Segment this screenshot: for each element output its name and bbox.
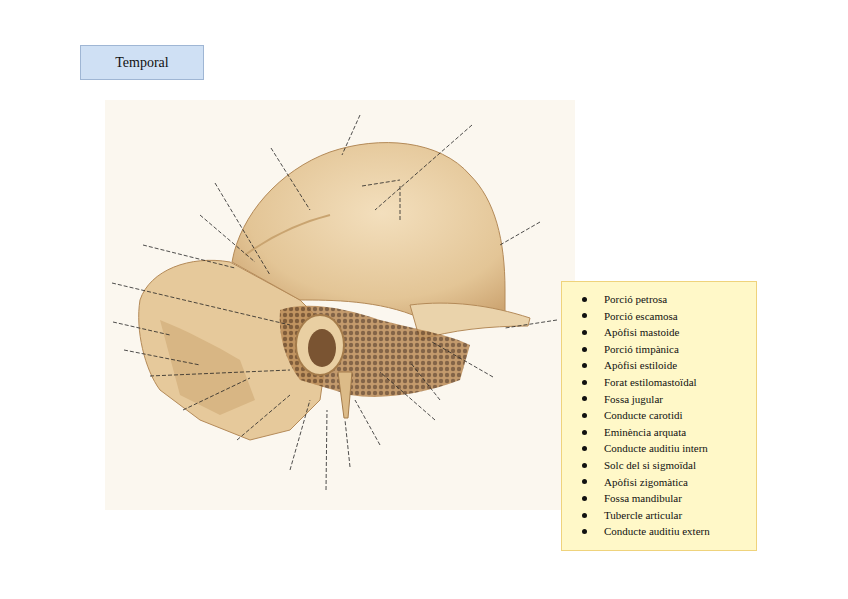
ridge (245, 215, 330, 255)
list-row: Conducte auditiu extern (582, 523, 748, 540)
term-label: Conducte carotidi (604, 407, 683, 424)
bullet-dot (582, 330, 587, 335)
bullet-dot (582, 529, 587, 534)
term-label: Eminència arquata (604, 424, 686, 441)
term-label: Tubercle articular (604, 507, 682, 524)
term-label: Forat estilomastoïdal (604, 374, 697, 391)
term-label: Solc del si sigmoïdal (604, 457, 696, 474)
list-row: Conducte carotidi (582, 407, 748, 424)
term-label: Conducte auditiu extern (604, 523, 710, 540)
term-list-box: Porció petrosaPorció escamosaApòfisi mas… (561, 281, 757, 551)
list-row: Tubercle articular (582, 507, 748, 524)
list-row: Forat estilomastoïdal (582, 374, 748, 391)
bullet-dot (582, 463, 587, 468)
bullet-dot (582, 380, 587, 385)
term-label: Fossa jugular (604, 391, 663, 408)
external-meatus-rim (296, 315, 344, 375)
bullet-dot (582, 513, 587, 518)
illustration-ground (105, 100, 575, 510)
external-meatus (308, 329, 336, 367)
term-label: Porció escamosa (604, 308, 678, 325)
mastoid-shade (160, 320, 255, 415)
list-row: Conducte auditiu intern (582, 440, 748, 457)
term-label: Apòfisi estiloide (604, 357, 677, 374)
list-row: Apòfisi mastoide (582, 324, 748, 341)
list-row: Porció timpànica (582, 341, 748, 358)
inferior-surface (280, 306, 470, 397)
bullet-dot (582, 347, 587, 352)
leader-lines (112, 115, 557, 490)
bullet-dot (582, 446, 587, 451)
bullet-dot (582, 396, 587, 401)
list-row: Fossa jugular (582, 391, 748, 408)
term-label: Apòfisi mastoide (604, 324, 679, 341)
squamous-part (232, 143, 505, 318)
term-label: Fossa mandibular (604, 490, 682, 507)
bullet-dot (582, 430, 587, 435)
list-row: Porció petrosa (582, 291, 748, 308)
bullet-dot (582, 297, 587, 302)
title-text: Temporal (115, 55, 168, 71)
term-label: Porció petrosa (604, 291, 667, 308)
bullet-dot (582, 479, 587, 484)
list-row: Eminència arquata (582, 424, 748, 441)
bullet-dot (582, 363, 587, 368)
term-label: Porció timpànica (604, 341, 679, 358)
list-row: Solc del si sigmoïdal (582, 457, 748, 474)
styloid-process (338, 372, 352, 418)
list-row: Apòfisi estiloide (582, 357, 748, 374)
title-box: Temporal (80, 45, 204, 80)
term-label: Apòfisi zigomàtica (604, 474, 688, 491)
list-row: Porció escamosa (582, 308, 748, 325)
list-row: Fossa mandibular (582, 490, 748, 507)
term-label: Conducte auditiu intern (604, 440, 708, 457)
bullet-dot (582, 496, 587, 501)
list-row: Apòfisi zigomàtica (582, 474, 748, 491)
bullet-dot (582, 413, 587, 418)
bullet-dot (582, 313, 587, 318)
